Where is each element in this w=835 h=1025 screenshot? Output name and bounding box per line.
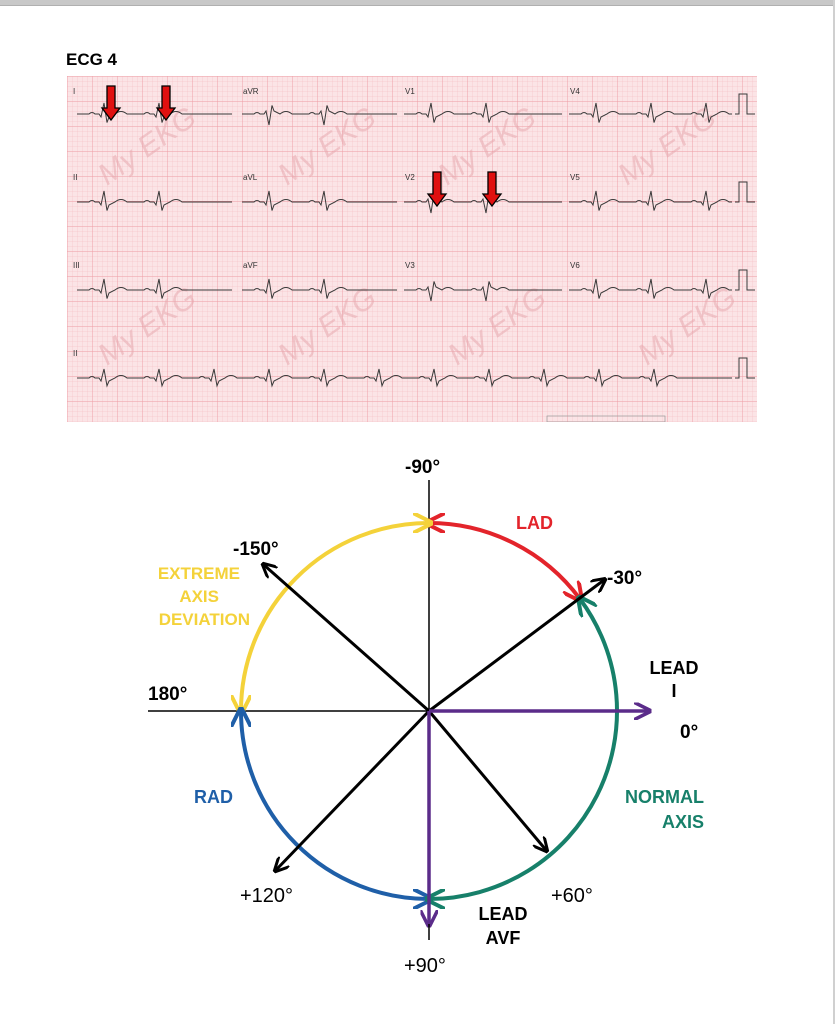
extreme-label-line1: EXTREME <box>158 564 240 583</box>
lad-arc <box>429 523 580 599</box>
lead-label-V2: V2 <box>405 173 415 182</box>
red-arrow-marker <box>155 85 177 122</box>
angle-label-180: 180° <box>148 684 187 705</box>
lead-label-V1: V1 <box>405 87 415 96</box>
lead-label-II: II <box>73 173 77 182</box>
ecg-trace <box>77 368 732 388</box>
ecg-trace <box>242 278 397 299</box>
angle-label-minus150: -150° <box>233 539 279 560</box>
ecg-trace <box>404 102 562 123</box>
ecg-trace <box>242 190 397 211</box>
lead-avf-label-line2: AVF <box>486 928 521 948</box>
lead-label-V4: V4 <box>570 87 580 96</box>
angle-label-plus90: +90° <box>404 955 446 977</box>
lead-label-V3: V3 <box>405 261 415 270</box>
lead-i-label-line1: LEAD <box>650 658 699 678</box>
lead-label-V5: V5 <box>570 173 580 182</box>
lead-i-label-line2: I <box>671 681 676 701</box>
extreme-label-line3: DEVIATION <box>159 610 250 629</box>
ecg-markers <box>100 85 503 208</box>
extreme-label-line2: AXIS <box>179 587 219 606</box>
lead-label-III: III <box>73 261 80 270</box>
angle-label-plus60: +60° <box>551 885 593 907</box>
window-top-bar <box>0 0 835 6</box>
rad-label: RAD <box>194 787 233 807</box>
red-arrow-marker <box>481 171 503 208</box>
angle-label-plus120: +120° <box>240 885 293 907</box>
red-arrow-marker <box>426 171 448 208</box>
ecg-trace <box>404 193 562 214</box>
ecg-calibration-pulse <box>735 269 755 291</box>
ecg-trace <box>404 281 562 302</box>
normal-label-line2: AXIS <box>662 812 704 832</box>
lead-label-V6: V6 <box>570 261 580 270</box>
ecg-trace <box>77 278 232 299</box>
angle-label-0: 0° <box>680 722 698 743</box>
spoke-minus150 <box>264 565 430 713</box>
red-arrow-marker <box>100 85 122 122</box>
ecg-trace <box>77 190 232 211</box>
lead-label-aVL: aVL <box>243 173 258 182</box>
ecg-trace <box>242 105 397 126</box>
window-right-border <box>833 0 835 1024</box>
angle-label-minus30: -30° <box>607 568 642 589</box>
ecg-calibration-pulse <box>735 357 755 379</box>
ecg-trace <box>569 102 732 123</box>
extreme-axis-arc <box>241 523 429 711</box>
lad-label: LAD <box>516 513 553 533</box>
ecg-grid <box>67 76 757 422</box>
page-title: ECG 4 <box>66 50 118 69</box>
spoke-minus30 <box>428 580 604 713</box>
spoke-plus60 <box>427 710 546 850</box>
normal-label-line1: NORMAL <box>625 787 704 807</box>
normal-axis-arc <box>429 599 619 899</box>
ecg-traces <box>77 93 755 388</box>
rad-arc <box>241 711 429 899</box>
lead-label-rhythm-II: II <box>73 349 77 358</box>
lead-avf-label-line1: LEAD <box>479 904 528 924</box>
ecg-trace <box>569 278 732 299</box>
ecg-calibration-pulse <box>735 93 755 115</box>
axis-svg: -90° -150° -30° 180° 0° +120° +60° +90° … <box>148 457 704 977</box>
ecg-calibration-pulse <box>735 181 755 203</box>
axis-diagram: -90° -150° -30° 180° 0° +120° +60° +90° … <box>0 440 835 1020</box>
ecg-trace <box>569 190 732 211</box>
angle-label-minus90: -90° <box>405 457 440 478</box>
lead-label-aVF: aVF <box>243 261 258 270</box>
lead-label-I: I <box>73 87 75 96</box>
lead-label-aVR: aVR <box>243 87 259 96</box>
spoke-plus120 <box>276 709 431 870</box>
